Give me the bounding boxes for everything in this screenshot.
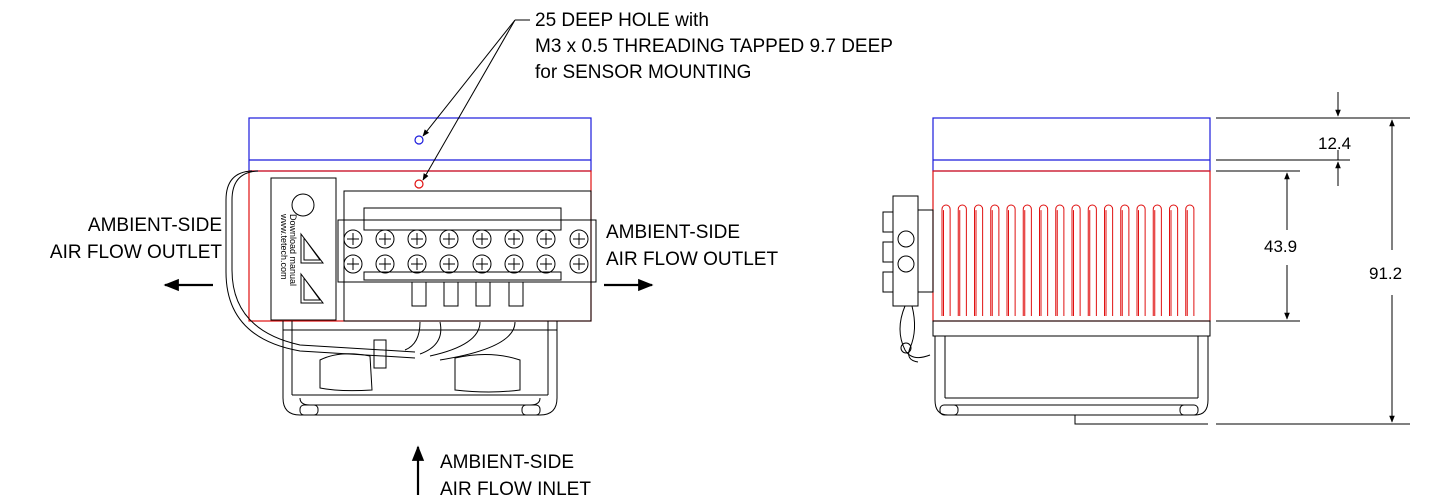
logo-icon — [291, 193, 315, 217]
fan-housing-front — [282, 321, 558, 416]
front-view: Download manual www.tetech.com — [225, 117, 597, 416]
left-outlet: AMBIENT-SIDE AIR FLOW OUTLET — [50, 215, 222, 292]
inlet-line2: AIR FLOW INLET — [440, 479, 591, 499]
dimension-lines — [1216, 92, 1410, 425]
cold-plate-side — [932, 117, 1211, 172]
warning-icon-1 — [300, 232, 325, 264]
sensor-callout: 25 DEEP HOLE with M3 x 0.5 THREADING TAP… — [535, 10, 893, 83]
callout-line3: for SENSOR MOUNTING — [535, 62, 751, 83]
cold-plate-front — [248, 117, 592, 172]
side-view — [882, 117, 1211, 425]
heat-sink-fins — [941, 204, 1195, 316]
dimension-91-2: 91.2 — [1369, 264, 1402, 283]
right-outlet-line1: AMBIENT-SIDE — [606, 222, 740, 243]
left-outlet-line2: AIR FLOW OUTLET — [50, 242, 222, 263]
callout-leaders — [422, 19, 530, 181]
callout-line2: M3 x 0.5 THREADING TAPPED 9.7 DEEP — [535, 36, 893, 57]
sensor-hole-blue — [414, 135, 424, 145]
warning-icon-2 — [300, 272, 325, 304]
label-plate-line2: www.tetech.com — [279, 213, 289, 280]
right-outlet: AMBIENT-SIDE AIR FLOW OUTLET — [604, 222, 778, 292]
terminal-block — [337, 190, 597, 322]
right-outlet-line2: AIR FLOW OUTLET — [606, 249, 778, 270]
left-outlet-line1: AMBIENT-SIDE — [88, 215, 222, 236]
terminal-screws — [343, 229, 589, 274]
side-terminal — [882, 195, 934, 363]
label-plate: Download manual www.tetech.com — [270, 177, 337, 321]
callout-line1: 25 DEEP HOLE with — [535, 10, 709, 31]
wire-harness — [225, 170, 516, 369]
dimension-43-9: 43.9 — [1264, 237, 1297, 256]
inlet: AMBIENT-SIDE AIR FLOW INLET — [411, 445, 591, 499]
fan-housing-side — [932, 320, 1211, 425]
label-plate-line1: Download manual — [288, 214, 298, 286]
dimension-12-4: 12.4 — [1318, 134, 1351, 153]
inlet-line1: AMBIENT-SIDE — [440, 452, 574, 473]
sensor-hole-red — [414, 179, 424, 189]
